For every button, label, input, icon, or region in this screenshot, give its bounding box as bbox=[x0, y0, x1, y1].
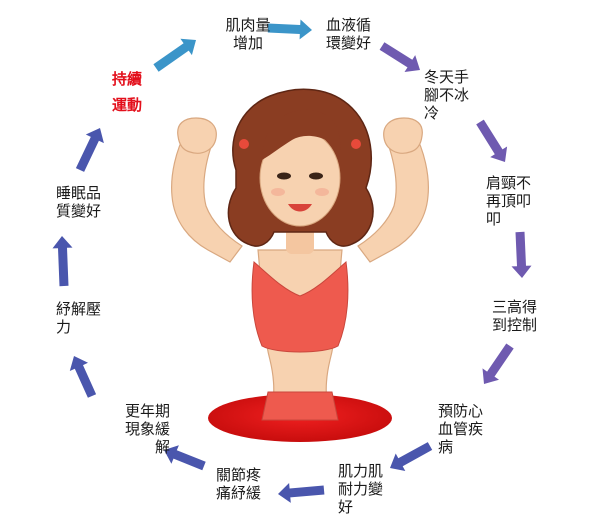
cycle-step-11-line-1: 睡眠品 bbox=[56, 184, 102, 202]
cycle-step-10-label: 紓解壓力 bbox=[56, 300, 116, 336]
cycle-step-6-line-2: 血管疾 bbox=[438, 420, 484, 438]
left-cheek bbox=[271, 188, 285, 196]
cycle-arrow-10 bbox=[52, 236, 73, 287]
cycle-step-6-line-1: 預防心 bbox=[438, 402, 484, 420]
cycle-step-6-label: 預防心血管疾病 bbox=[438, 402, 498, 456]
cycle-arrow-8 bbox=[164, 445, 206, 471]
cycle-step-1-label: 肌肉量增加 bbox=[220, 16, 276, 52]
cycle-arrow-3 bbox=[476, 119, 508, 162]
cycle-step-4-line-2: 再頂叩 bbox=[486, 192, 532, 210]
cycle-step-5-line-2: 到控制 bbox=[492, 316, 538, 334]
cycle-step-9-line-1: 更年期 bbox=[124, 402, 170, 420]
cycle-step-7-line-2: 耐力變 bbox=[338, 480, 384, 498]
cycle-arrow-5 bbox=[482, 343, 514, 384]
cycle-step-2-line-2: 環變好 bbox=[326, 34, 372, 52]
cycle-arrow-7 bbox=[278, 483, 325, 503]
cycle-step-11-label: 睡眠品質變好 bbox=[56, 184, 116, 220]
cycle-step-11-line-2: 質變好 bbox=[56, 202, 102, 220]
hair-bangs bbox=[262, 109, 341, 160]
smile bbox=[288, 204, 312, 212]
cycle-step-10-line-1: 紓解壓 bbox=[56, 300, 102, 318]
cycle-step-9-label: 更年期現象緩解 bbox=[110, 402, 170, 456]
woman-figure bbox=[171, 88, 429, 421]
cycle-arrow-9 bbox=[69, 356, 97, 398]
cycle-step-12-line-2: 運動 bbox=[112, 96, 143, 114]
cycle-arrows bbox=[52, 19, 532, 503]
left-hair-tie bbox=[239, 139, 249, 149]
cycle-step-5-label: 三高得到控制 bbox=[492, 298, 552, 334]
cycle-step-4-label: 肩頸不再頂叩叩 bbox=[486, 174, 546, 228]
cycle-step-7-line-3: 好 bbox=[338, 498, 354, 516]
cycle-arrow-11 bbox=[75, 128, 104, 172]
right-hair-tie bbox=[351, 139, 361, 149]
cycle-step-7-line-1: 肌力肌 bbox=[338, 462, 384, 480]
cycle-step-1-line-2: 增加 bbox=[232, 34, 263, 52]
cycle-step-1-line-1: 肌肉量 bbox=[225, 16, 271, 34]
right-cheek bbox=[315, 188, 329, 196]
cycle-step-4-line-1: 肩頸不 bbox=[486, 174, 532, 192]
right-fist bbox=[383, 117, 423, 154]
cycle-arrow-2 bbox=[379, 42, 420, 72]
cycle-arrow-12 bbox=[153, 38, 196, 72]
cycle-step-12-line-1: 持續 bbox=[112, 70, 143, 88]
cycle-step-9-line-3: 解 bbox=[154, 438, 170, 456]
cycle-step-8-label: 關節疼痛紓緩 bbox=[216, 466, 276, 502]
cycle-step-10-line-2: 力 bbox=[56, 318, 72, 336]
cycle-step-12-label: 持續運動 bbox=[112, 70, 172, 122]
shorts bbox=[261, 391, 339, 421]
left-eye bbox=[277, 172, 291, 180]
cycle-step-2-label: 血液循環變好 bbox=[326, 16, 386, 52]
cycle-step-5-line-1: 三高得 bbox=[492, 298, 538, 316]
cycle-step-8-line-2: 痛紓緩 bbox=[216, 484, 262, 502]
cycle-step-6-line-3: 病 bbox=[438, 438, 454, 456]
cycle-step-2-line-1: 血液循 bbox=[326, 16, 372, 34]
cycle-arrow-4 bbox=[511, 231, 532, 278]
cycle-step-3-line-3: 冷 bbox=[424, 104, 440, 122]
cycle-arrow-1 bbox=[267, 19, 312, 40]
crop-top bbox=[251, 261, 349, 353]
cycle-step-4-line-3: 叩 bbox=[486, 210, 502, 228]
cycle-arrow-6 bbox=[390, 442, 433, 471]
cycle-step-3-line-1: 冬天手 bbox=[424, 68, 470, 86]
cycle-step-9-line-2: 現象緩 bbox=[124, 420, 170, 438]
left-fist bbox=[177, 117, 217, 154]
cycle-step-7-label: 肌力肌耐力變好 bbox=[338, 462, 398, 516]
cycle-step-8-line-1: 關節疼 bbox=[216, 466, 262, 484]
cycle-step-3-label: 冬天手腳不冰冷 bbox=[424, 68, 484, 122]
right-eye bbox=[309, 172, 323, 180]
cycle-step-3-line-2: 腳不冰 bbox=[424, 86, 470, 104]
